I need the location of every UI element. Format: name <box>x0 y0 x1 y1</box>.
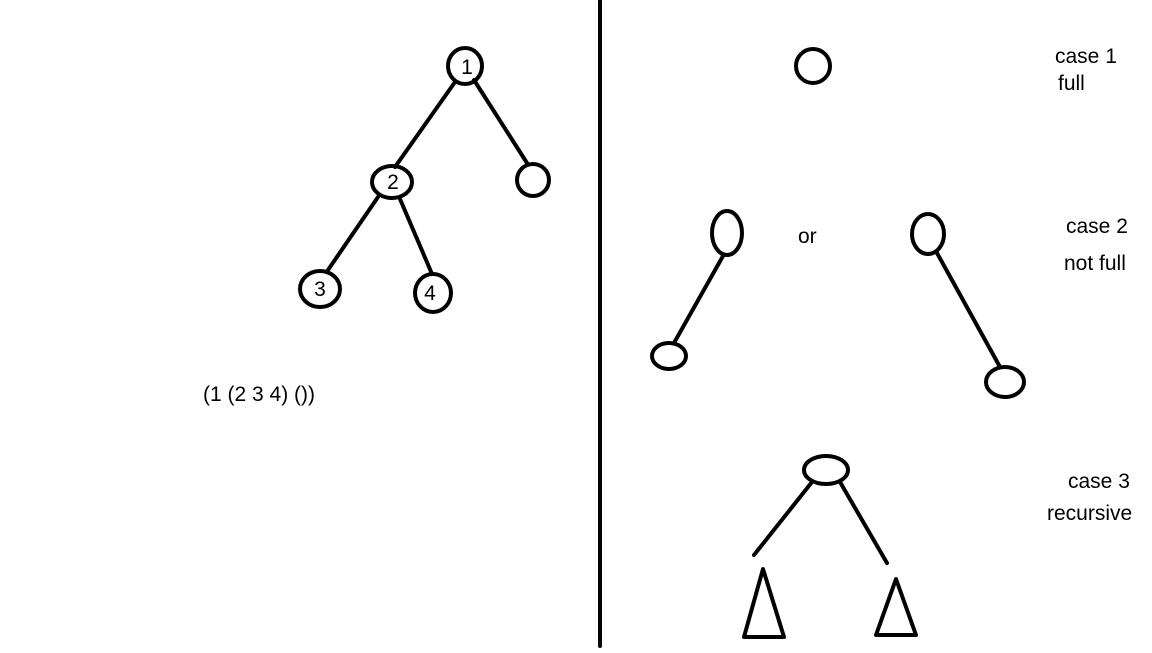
case-2b-edge <box>935 251 1002 369</box>
case-2-title: case 2 <box>1066 215 1128 238</box>
case-2b-child <box>984 365 1026 399</box>
case-3-left-subtree-triangle <box>742 567 786 639</box>
tree-node-4 <box>413 272 453 314</box>
tree-node-4-label: 4 <box>424 282 436 305</box>
edge-2-4 <box>398 197 434 276</box>
case-1-title: case 1 <box>1055 45 1117 68</box>
tree-node-2-label: 2 <box>387 171 399 194</box>
edge-2-3 <box>326 195 380 272</box>
edge-1-2 <box>393 80 457 169</box>
example-tree: 1 2 3 4 (1 (2 3 4) ()) <box>203 46 551 406</box>
case-1: case 1 full <box>794 45 1117 95</box>
case-2b-parent <box>910 212 946 256</box>
case-1-single-node <box>794 47 832 85</box>
tree-node-empty <box>515 162 551 198</box>
case-2a-edge <box>672 254 725 345</box>
case-2-or-label: or <box>798 225 817 248</box>
case-3-right-subtree-triangle <box>874 577 918 637</box>
case-2a-child <box>650 341 688 371</box>
case-3: case 3 recursive <box>742 454 1132 639</box>
case-1-subtitle: full <box>1058 72 1085 95</box>
case-3-root <box>802 454 850 486</box>
case-2a-parent <box>710 209 744 257</box>
tree-node-2 <box>370 164 414 200</box>
case-3-subtitle: recursive <box>1047 502 1132 525</box>
edge-1-right <box>472 78 529 165</box>
case-2-subtitle: not full <box>1064 252 1126 275</box>
tree-node-3-label: 3 <box>314 278 326 301</box>
case-3-title: case 3 <box>1068 470 1130 493</box>
tree-node-3 <box>298 269 342 309</box>
tree-notation: (1 (2 3 4) ()) <box>203 383 315 406</box>
tree-node-1-label: 1 <box>461 56 473 79</box>
case-3-right-edge <box>838 480 889 565</box>
case-2: or case 2 not full <box>650 209 1128 399</box>
case-3-left-edge <box>752 480 814 557</box>
tree-node-1 <box>446 46 484 86</box>
